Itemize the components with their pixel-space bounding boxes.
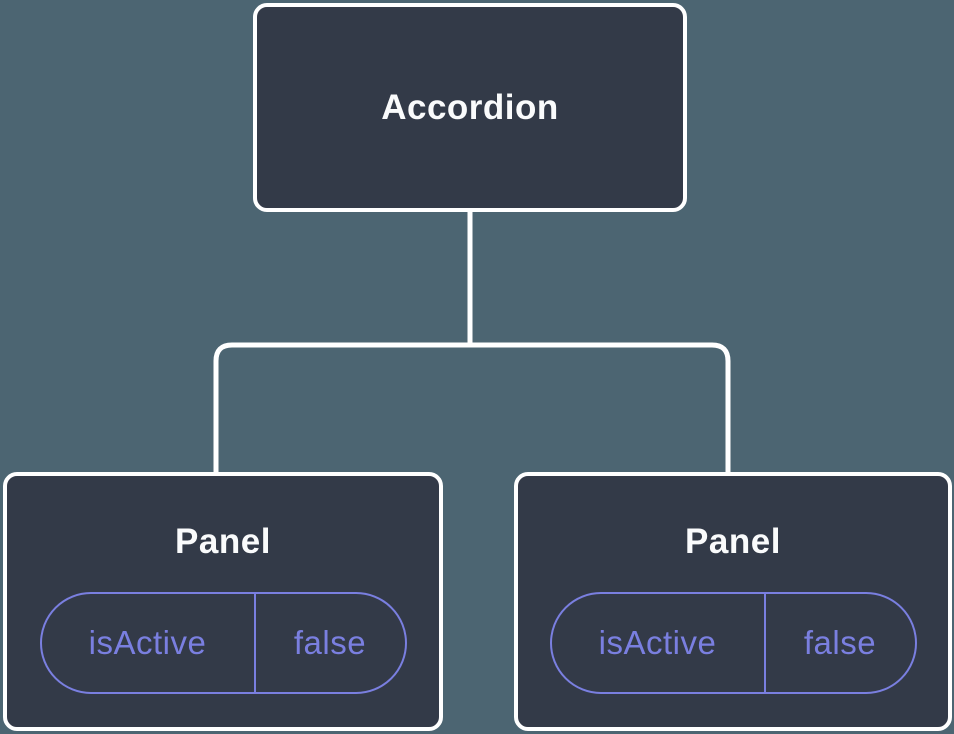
node-panel-2[interactable]: Panel isActive false (514, 472, 952, 731)
node-panel-2-state-pill[interactable]: isActive false (549, 592, 917, 694)
node-panel-2-label: Panel (685, 522, 781, 561)
state-value-label: false (803, 624, 877, 661)
node-panel-1-state-pill[interactable]: isActive false (39, 592, 407, 694)
state-key-label: isActive (42, 594, 256, 692)
connector-branch (213, 342, 731, 474)
node-accordion-label: Accordion (381, 87, 559, 127)
state-key-label: isActive (552, 594, 766, 692)
node-panel-1[interactable]: Panel isActive false (3, 472, 443, 731)
state-value-label: false (293, 624, 367, 661)
node-accordion[interactable]: Accordion (253, 3, 687, 212)
node-panel-1-label: Panel (175, 522, 271, 561)
